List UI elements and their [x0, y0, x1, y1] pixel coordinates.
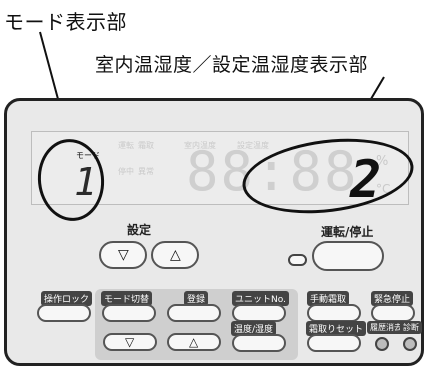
group-down-button[interactable]: ▽ [103, 333, 157, 351]
run-stop-button[interactable] [312, 241, 384, 271]
unit-no-label: ユニットNo. [232, 291, 289, 306]
lcd-display: 運転 霜取 停中 異常 室内温度 設定温度 88:88 モード 1 2 % °C [31, 131, 409, 210]
register-button[interactable] [167, 304, 221, 322]
main-value: 2 [350, 150, 382, 210]
setting-down-button[interactable]: ▽ [99, 241, 147, 269]
ghost-digits: 88:88 [186, 140, 359, 203]
history-clear-label: 履歴消去 [367, 321, 405, 334]
up-arrow-icon: △ [170, 247, 181, 263]
manual-defrost-button[interactable] [307, 304, 361, 322]
operation-lock-button[interactable] [37, 304, 91, 322]
manual-defrost-label: 手動霜取 [307, 291, 350, 306]
mode-label: モード [76, 151, 100, 160]
mode-value: 1 [74, 160, 97, 204]
emergency-stop-label: 緊急停止 [371, 291, 414, 306]
setting-up-button[interactable]: △ [151, 241, 199, 269]
abnormal-label: 異常 [138, 167, 154, 176]
running-label: 運転 [118, 141, 134, 150]
diagnosis-label: 診断 [400, 321, 422, 334]
celsius-unit: °C [376, 182, 391, 196]
status-indicator [288, 254, 307, 266]
down-arrow-icon: ▽ [125, 335, 135, 349]
operation-lock-label: 操作ロック [41, 291, 93, 306]
mode-switch-button[interactable] [102, 304, 156, 322]
defrost-reset-button[interactable] [307, 334, 361, 352]
temp-humidity-button[interactable] [232, 334, 286, 352]
group-up-button[interactable]: △ [167, 333, 221, 351]
register-label: 登録 [184, 291, 209, 306]
up-arrow-icon: △ [189, 335, 199, 349]
history-clear-button[interactable] [375, 337, 389, 351]
unit-no-button[interactable] [232, 304, 286, 322]
diagnosis-button[interactable] [403, 337, 417, 351]
frost-label: 霜取 [138, 141, 154, 150]
set-temp-label: 設定温度 [237, 141, 269, 150]
emergency-stop-button[interactable] [371, 304, 415, 322]
setting-title: 設定 [127, 223, 152, 237]
defrost-reset-label: 霜取りセット [306, 321, 367, 336]
percent-unit: % [376, 154, 389, 169]
down-arrow-icon: ▽ [118, 247, 129, 263]
temp-humidity-label: 温度/湿度 [231, 321, 277, 336]
mode-switch-label: モード切替 [101, 291, 153, 306]
mode-display-callout: モード表示部 [4, 10, 127, 34]
run-stop-label: 運転/停止 [321, 225, 374, 239]
controller-panel: 運転 霜取 停中 異常 室内温度 設定温度 88:88 モード 1 2 % °C… [4, 98, 424, 366]
room-temp-label: 室内温度 [184, 141, 216, 150]
stop-label: 停中 [118, 167, 134, 176]
temperature-humidity-callout: 室内温湿度／設定温湿度表示部 [95, 54, 369, 76]
